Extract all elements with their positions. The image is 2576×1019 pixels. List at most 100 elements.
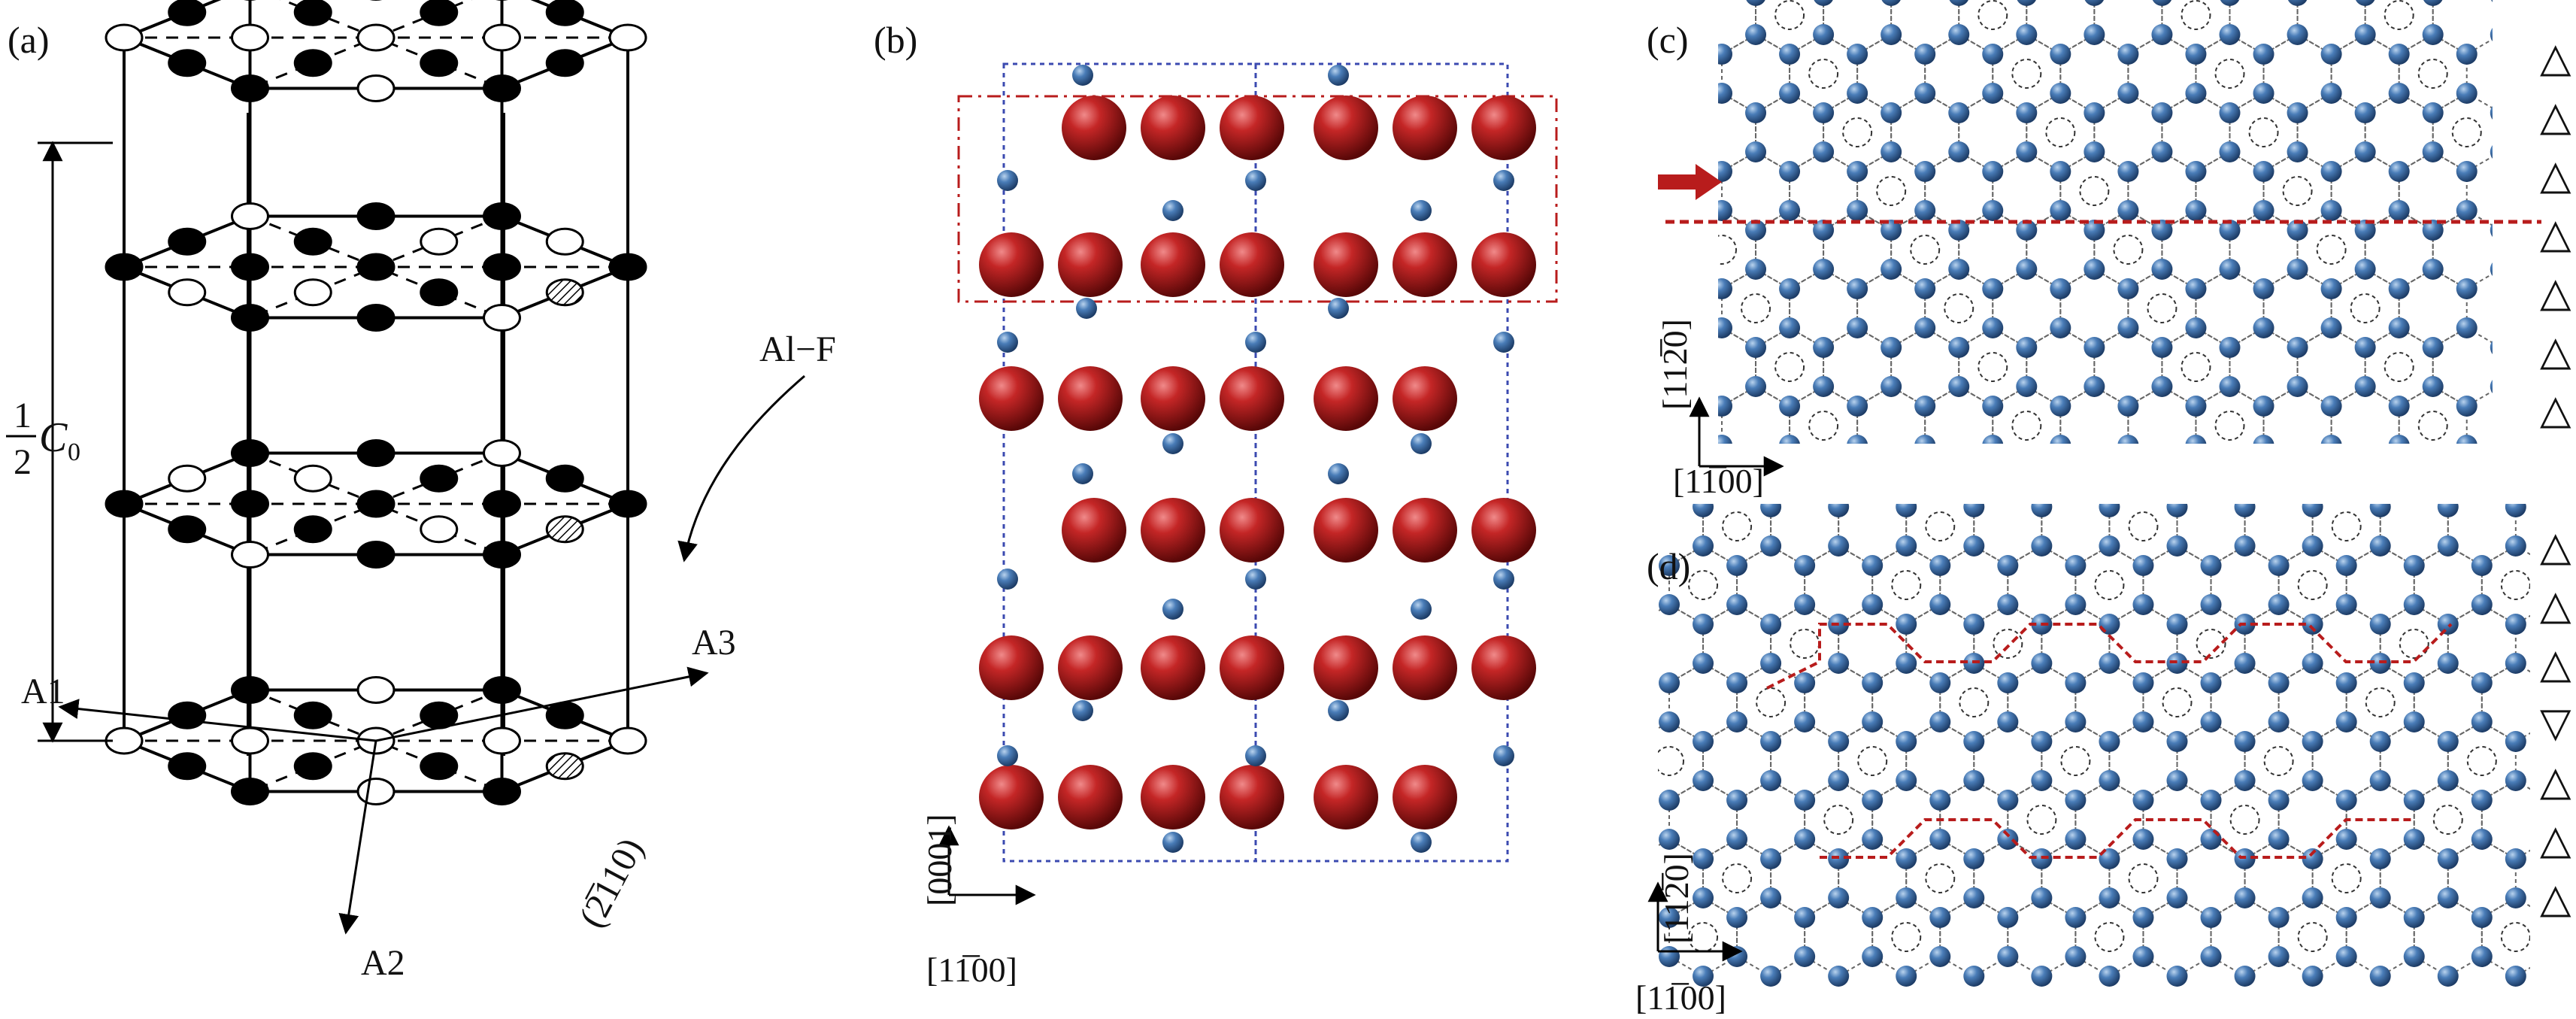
lattice-atom	[231, 202, 269, 230]
stacking-triangle: △	[2540, 759, 2571, 804]
lattice-atom	[2219, 220, 2241, 241]
lattice-atom	[1718, 278, 1732, 299]
lattice-atom	[2117, 396, 2139, 417]
lattice-atom	[2219, 24, 2241, 45]
lattice-atom	[293, 464, 332, 493]
small-atom	[1493, 745, 1514, 766]
lattice-atom	[1896, 731, 1917, 752]
vacancy-site	[2181, 352, 2211, 382]
defect-label-al-f: Al−F	[759, 329, 836, 369]
lattice-atom	[1847, 44, 1868, 65]
vacancy-site	[1722, 863, 1753, 893]
lattice-atom	[2117, 161, 2139, 182]
large-atom	[979, 635, 1044, 700]
lattice-atom	[1813, 141, 1835, 162]
lattice-atom	[1963, 535, 1985, 557]
lattice-atom	[2354, 24, 2376, 45]
lattice-atom	[2099, 731, 2120, 752]
c-symbol: C	[39, 414, 68, 461]
lattice-atom	[1862, 907, 1884, 928]
large-atom	[1393, 765, 1457, 829]
lattice-atom	[1813, 24, 1835, 45]
lattice-atom	[1997, 555, 2019, 576]
lattice-atom	[2151, 337, 2173, 358]
lattice-atom	[545, 464, 584, 493]
large-atom	[1058, 635, 1123, 700]
lattice-atom	[2084, 337, 2105, 358]
lattice-atom	[2471, 790, 2493, 811]
lattice-atom	[2335, 790, 2357, 811]
vacancy-site	[1944, 293, 1974, 323]
lattice-atom	[1862, 594, 1884, 615]
lattice-atom	[2302, 653, 2323, 674]
lattice-atom	[608, 490, 647, 518]
large-atom	[1314, 765, 1378, 829]
vacancy-site	[2331, 511, 2362, 541]
lattice-atom	[2234, 731, 2256, 752]
lattice-atom	[1746, 0, 1765, 6]
panel-d-axis-horizontal: [11̅00]	[1635, 978, 1726, 1017]
lattice-atom	[2320, 435, 2342, 444]
large-atom	[1314, 366, 1378, 431]
lattice-atom	[2132, 907, 2154, 928]
lattice-atom	[2456, 278, 2478, 299]
vacancy-site	[2500, 922, 2530, 952]
lattice-atom	[1982, 161, 2004, 182]
lattice-atom	[1847, 278, 1868, 299]
lattice-atom	[2166, 731, 2188, 752]
stacking-triangle: △	[2540, 329, 2571, 374]
lattice-atom	[2132, 555, 2154, 576]
lattice-atom	[2031, 504, 2053, 517]
lattice-atom	[2471, 555, 2493, 576]
lattice-atom	[1896, 614, 1917, 635]
panel-c-axis-horizontal: [11̅00]	[1673, 462, 1764, 500]
vacancy-site	[2011, 411, 2042, 441]
lattice-atom	[293, 752, 332, 781]
lattice-atom	[1847, 161, 1868, 182]
lattice-atom	[2166, 535, 2188, 557]
lattice-atom	[2152, 0, 2172, 6]
lattice-atom	[1779, 44, 1801, 65]
lattice-atom	[1659, 555, 1680, 576]
lattice-atom	[1847, 83, 1868, 104]
lattice-atom	[2268, 829, 2290, 850]
lattice-atom	[1794, 829, 1816, 850]
lattice-atom	[1779, 83, 1801, 104]
lattice-atom	[1693, 504, 1714, 517]
lattice-atom	[1929, 790, 1951, 811]
lattice-atom	[2234, 535, 2256, 557]
vacancy-site	[1910, 235, 1941, 265]
lattice-atom	[1862, 829, 1884, 850]
vacancy-site	[1857, 746, 1888, 776]
stacking-triangle: △	[2540, 94, 2571, 139]
large-atom	[1220, 498, 1284, 563]
lattice-atom	[1828, 887, 1850, 908]
lattice-atom	[2200, 946, 2222, 967]
lattice-atom	[1794, 946, 1816, 967]
lattice-atom	[483, 253, 521, 281]
lattice-atom	[2185, 44, 2207, 65]
panel-d-axis-vertical: [112̅0]	[1657, 853, 1696, 944]
unit-cell-box	[1254, 62, 1509, 863]
lattice-atom	[1693, 653, 1714, 674]
lattice-atom	[1745, 24, 1767, 45]
lattice-atom	[2234, 770, 2256, 791]
vacancy-site	[2417, 59, 2448, 89]
vacancy-site	[1891, 570, 1922, 600]
large-atom	[1141, 96, 1205, 160]
lattice-atom	[1862, 790, 1884, 811]
lattice-atom	[2369, 504, 2391, 517]
lattice-atom	[2490, 28, 2493, 41]
lattice-atom	[2166, 614, 2188, 635]
lattice-atom	[2388, 83, 2410, 104]
small-atom	[997, 170, 1018, 191]
lattice-atom	[1963, 614, 1985, 635]
vacancy-site	[1977, 352, 2008, 382]
c-subscript: 0	[68, 438, 80, 466]
large-atom	[1393, 232, 1457, 297]
lattice-atom	[545, 49, 584, 77]
panel-b-label: (b)	[874, 19, 917, 61]
defect-pointer-arrow	[677, 375, 805, 563]
lattice-atom	[2287, 0, 2308, 6]
lattice-atom	[2050, 200, 2071, 221]
